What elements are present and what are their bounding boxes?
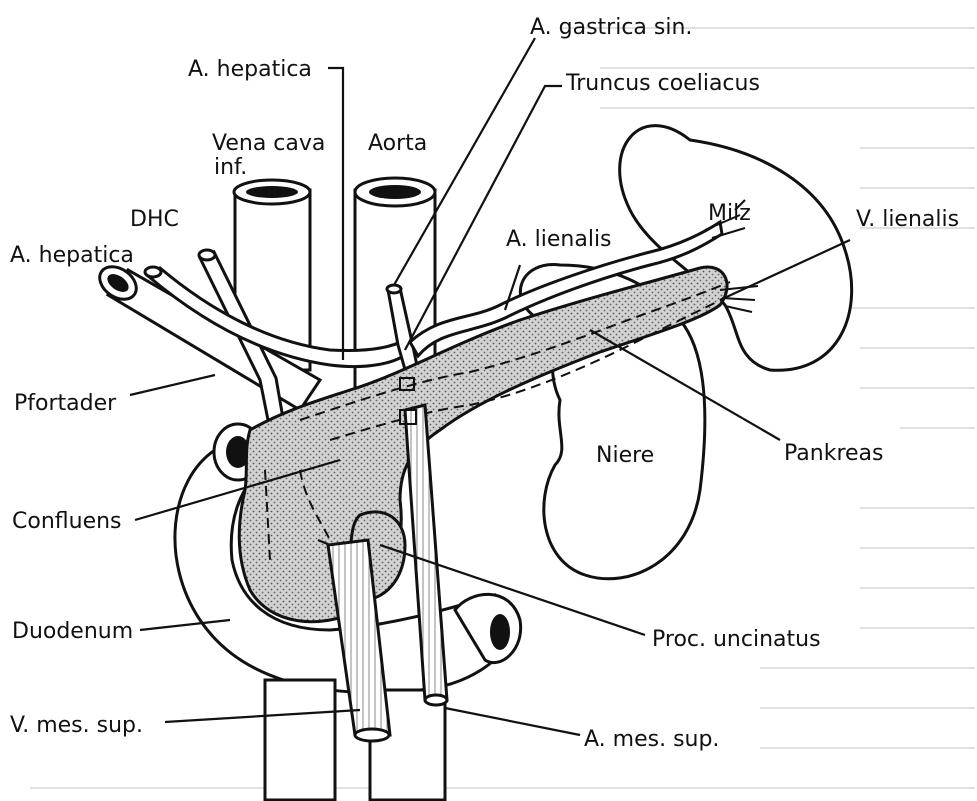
label-v-mes-sup: V. mes. sup. (10, 713, 143, 738)
aorta-lumen (369, 185, 421, 199)
label-milz: Milz (708, 201, 751, 226)
bile-duct-opening (199, 250, 215, 260)
label-proc-uncinatus: Proc. uncinatus (652, 627, 821, 652)
label-v-lienalis: V. lienalis (856, 207, 959, 232)
leader-a-hepatica-top (328, 68, 343, 360)
label-a-hepatica-top: A. hepatica (188, 57, 312, 82)
label-dhc: DHC (130, 207, 179, 232)
superior-mesenteric-vein-end (355, 729, 389, 741)
leader-a-mes-sup (445, 708, 580, 735)
label-truncus-coeliacus: Truncus coeliacus (565, 71, 760, 96)
label-aorta: Aorta (368, 131, 427, 156)
label-niere: Niere (596, 443, 654, 468)
label-pfortader: Pfortader (14, 391, 117, 416)
leader-pfortader (130, 375, 215, 395)
label-vena-cava-line2: inf. (214, 155, 247, 180)
label-duodenum: Duodenum (12, 619, 133, 644)
label-confluens: Confluens (12, 509, 122, 534)
vena-cava-lumen (246, 186, 298, 198)
duodenum-lumen-right (490, 614, 510, 650)
label-vena-cava-line1: Vena cava (212, 131, 325, 156)
superior-mesenteric-artery-end (425, 695, 447, 705)
hepatic-artery-opening (145, 267, 161, 277)
label-pankreas: Pankreas (784, 441, 883, 466)
label-a-gastrica-sin: A. gastrica sin. (530, 15, 692, 40)
gastric-artery-opening (387, 285, 401, 293)
label-a-lienalis: A. lienalis (506, 227, 612, 252)
label-a-hepatica-left: A. hepatica (10, 243, 134, 268)
vena-cava-lower (265, 680, 335, 800)
label-a-mes-sup: A. mes. sup. (584, 727, 719, 752)
background-text-lines (30, 28, 975, 788)
